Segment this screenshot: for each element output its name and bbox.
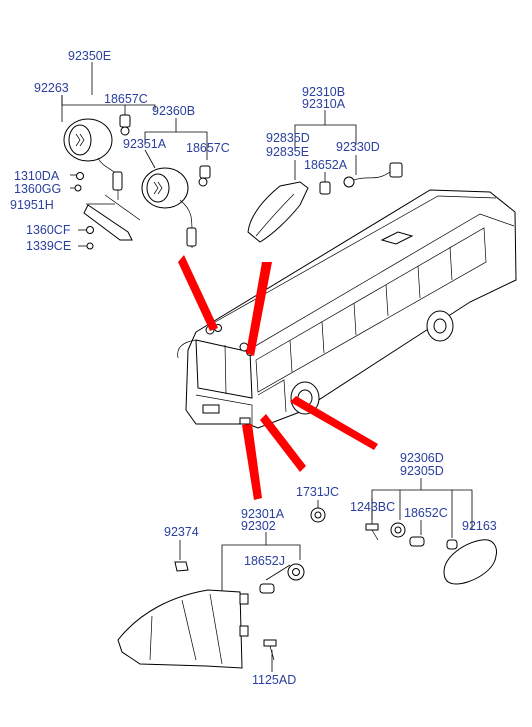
label-92351A: 92351A: [123, 137, 167, 151]
label-92350E: 92350E: [68, 49, 111, 63]
arrow-side-lamp-1: [260, 414, 306, 472]
label-92374: 92374: [164, 525, 199, 539]
label-92835D: 92835D: [266, 131, 310, 145]
label-92306D: 92306D: [400, 451, 444, 465]
part-labels: 92350E 92263 18657C 92360B 92351A 18657C…: [10, 49, 497, 687]
label-18657C: 18657C: [104, 92, 148, 106]
label-92305D: 92305D: [400, 464, 444, 478]
label-1360CF: 1360CF: [26, 223, 71, 237]
arrow-headlamp: [242, 424, 262, 500]
label-92301A: 92301A: [241, 507, 285, 521]
marker-lamp-assembly: [247, 110, 403, 243]
label-1310DA: 1310DA: [14, 169, 60, 183]
arrow-fog-lamp-right: [246, 262, 272, 356]
label-92263: 92263: [34, 81, 69, 95]
label-92835E: 92835E: [266, 145, 309, 159]
side-marker-assembly: [310, 478, 497, 585]
label-1243BC: 1243BC: [350, 500, 395, 514]
label-1125AD: 1125AD: [252, 673, 296, 687]
label-91951H: 91951H: [10, 198, 54, 212]
label-92310A: 92310A: [302, 97, 346, 111]
arrow-fog-lamp-left: [178, 255, 218, 331]
label-92163: 92163: [462, 519, 497, 533]
bus-illustration: [177, 189, 517, 429]
label-1339CE: 1339CE: [26, 239, 71, 253]
label-92302: 92302: [241, 519, 276, 533]
label-1360GG: 1360GG: [14, 182, 61, 196]
label-92310B: 92310B: [302, 85, 345, 99]
label-92360B: 92360B: [152, 104, 195, 118]
label-18652J: 18652J: [244, 554, 285, 568]
arrow-side-lamp-2: [290, 396, 378, 450]
label-18657C: 18657C: [186, 141, 230, 155]
fog-lamp-assembly: [61, 62, 211, 250]
label-18652C: 18652C: [404, 506, 448, 520]
label-1731JC: 1731JC: [296, 485, 339, 499]
headlamp-assembly: [117, 532, 305, 672]
label-92330D: 92330D: [336, 140, 380, 154]
indicator-arrows: [178, 255, 378, 500]
label-18652A: 18652A: [304, 158, 348, 172]
